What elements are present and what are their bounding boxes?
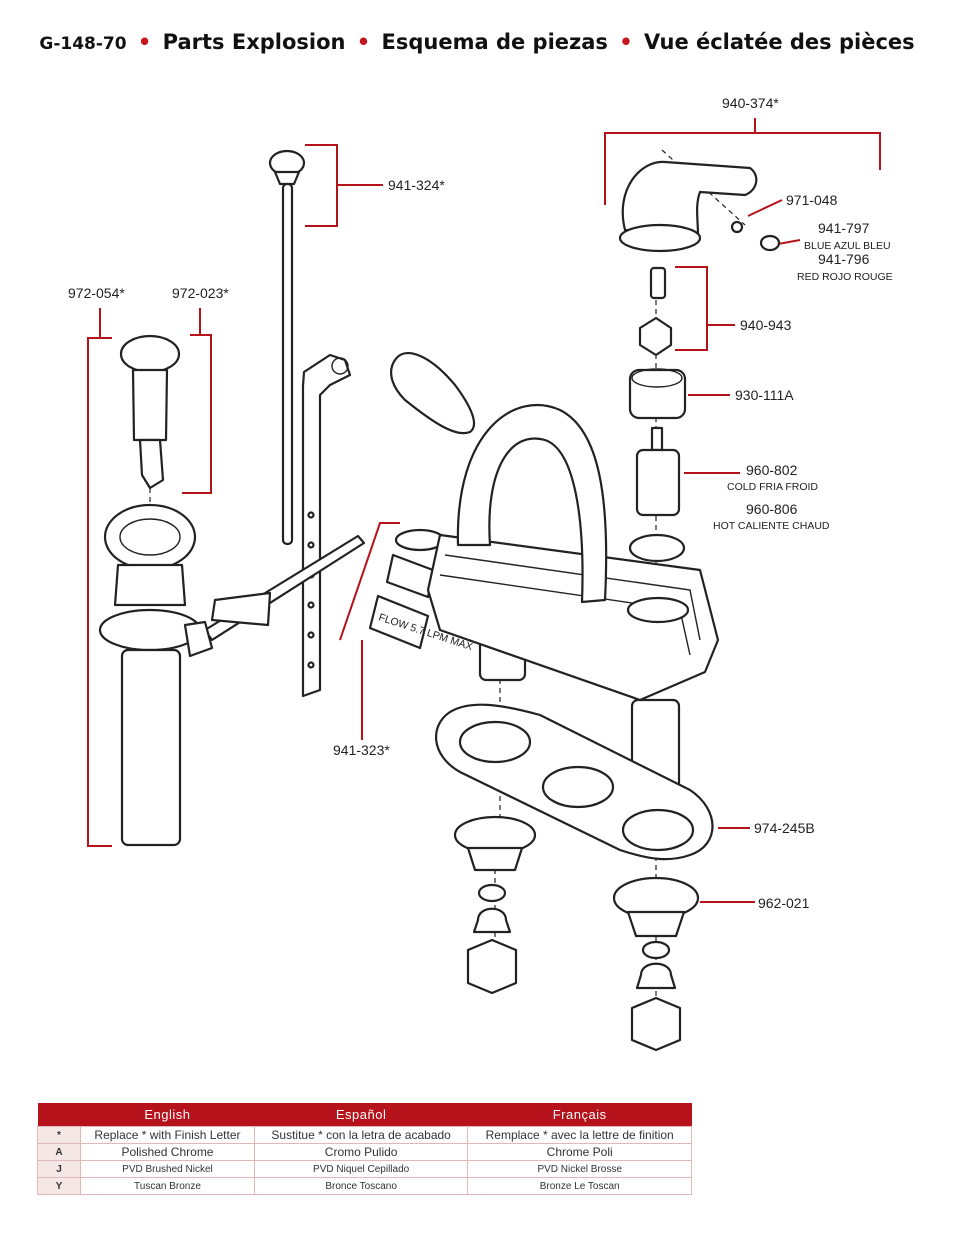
- finish-code: Y: [37, 1177, 81, 1195]
- header-french: Français: [467, 1103, 692, 1127]
- title-separator: •: [356, 30, 371, 54]
- label-940-374: 940-374*: [722, 95, 779, 111]
- part-labels: 940-374* 941-324* 971-048 941-797 BLUE A…: [68, 95, 893, 911]
- cartridge-stack: [628, 266, 687, 563]
- finish-english: Tuscan Bronze: [80, 1177, 255, 1195]
- finish-english: PVD Brushed Nickel: [80, 1160, 255, 1178]
- finish-spanish: PVD Niquel Cepillado: [253, 1160, 469, 1178]
- faucet-body: [390, 352, 720, 792]
- label-971-048: 971-048: [786, 192, 838, 208]
- popup-stopper: [119, 334, 181, 490]
- finish-table: English Español Français * Replace * wit…: [37, 1103, 692, 1195]
- label-941-796: 941-796: [818, 251, 870, 267]
- label-940-943: 940-943: [740, 317, 792, 333]
- label-941-323: 941-323*: [333, 742, 390, 758]
- finish-english: Replace * with Finish Letter: [80, 1126, 255, 1144]
- finish-french: Bronze Le Toscan: [467, 1177, 692, 1195]
- finish-code: *: [37, 1126, 81, 1144]
- extension-strap: [203, 353, 366, 698]
- title-french: Vue éclatée des pièces: [643, 30, 915, 54]
- finish-french: Chrome Poli: [467, 1143, 692, 1161]
- title-separator: •: [619, 30, 633, 54]
- page-title: G-148-70 • Parts Explosion • Esquema de …: [0, 30, 954, 54]
- finish-french: PVD Nickel Brosse: [467, 1160, 692, 1178]
- header-spanish: Español: [254, 1103, 468, 1127]
- label-941-796-color: RED ROJO ROUGE: [797, 271, 893, 283]
- handle: [618, 160, 781, 253]
- model-number: G-148-70: [39, 34, 127, 54]
- label-941-797-color: BLUE AZUL BLEU: [804, 240, 891, 252]
- label-960-802: 960-802: [746, 462, 798, 478]
- finish-code: A: [37, 1143, 81, 1161]
- label-941-324: 941-324*: [388, 177, 445, 193]
- label-960-802-type: COLD FRIA FROID: [727, 481, 818, 493]
- label-960-806-type: HOT CALIENTE CHAUD: [713, 520, 830, 532]
- table-row: A Polished Chrome Cromo Pulido Chrome Po…: [37, 1143, 692, 1161]
- label-930-111A: 930-111A: [735, 387, 794, 403]
- title-separator: •: [137, 30, 152, 54]
- mounting-hardware-right: [612, 876, 700, 1052]
- header-code: [37, 1103, 81, 1127]
- mounting-hardware-left: [453, 815, 537, 995]
- label-962-021: 962-021: [758, 895, 810, 911]
- title-spanish: Esquema de piezas: [381, 30, 608, 54]
- callout-brackets: [87, 118, 881, 903]
- finish-spanish: Sustitue * con la letra de acabado: [253, 1126, 469, 1144]
- label-941-797: 941-797: [818, 220, 870, 236]
- drain-body: [98, 503, 214, 847]
- lift-rod: [268, 149, 306, 546]
- finish-spanish: Bronce Toscano: [253, 1177, 469, 1195]
- table-row: J PVD Brushed Nickel PVD Niquel Cepillad…: [37, 1160, 692, 1178]
- label-972-054: 972-054*: [68, 285, 125, 301]
- gasket-plate: [435, 703, 714, 861]
- label-972-023: 972-023*: [172, 285, 229, 301]
- table-row: Y Tuscan Bronze Bronce Toscano Bronze Le…: [37, 1177, 692, 1195]
- finish-table-header: English Español Français: [37, 1103, 692, 1127]
- parts-explosion-diagram: FLOW 5.7 LPM MAX: [68, 95, 893, 1052]
- table-row: * Replace * with Finish Letter Sustitue …: [37, 1126, 692, 1144]
- finish-code: J: [37, 1160, 81, 1178]
- label-974-245B: 974-245B: [754, 820, 815, 836]
- header-english: English: [80, 1103, 255, 1127]
- title-english: Parts Explosion: [162, 30, 346, 54]
- finish-english: Polished Chrome: [80, 1143, 255, 1161]
- finish-spanish: Cromo Pulido: [253, 1143, 469, 1161]
- finish-french: Remplace * avec la lettre de finition: [467, 1126, 692, 1144]
- label-960-806: 960-806: [746, 501, 798, 517]
